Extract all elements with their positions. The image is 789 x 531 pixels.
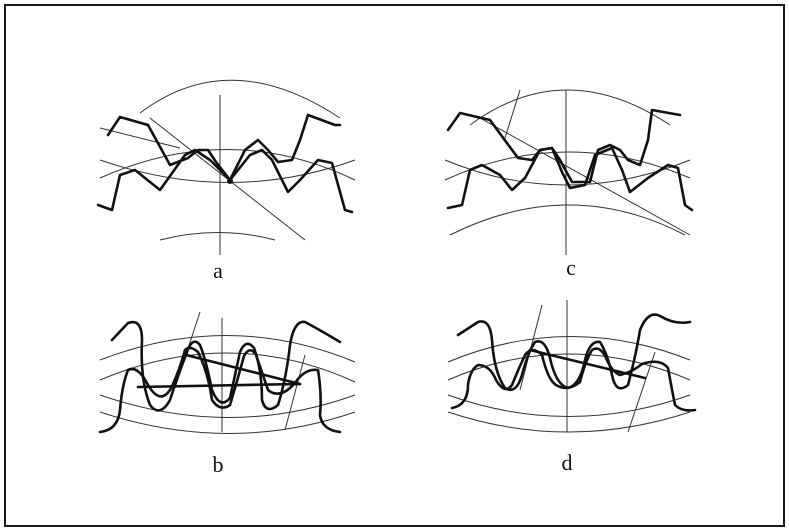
panel-d-lower-gear-teeth — [450, 347, 697, 412]
panel-d-action-line-2 — [627, 351, 656, 433]
panel-a-drawing — [96, 79, 356, 255]
panel-c-lower-gear-teeth — [446, 146, 694, 212]
panel-b-drawing — [98, 311, 356, 434]
panel-d-pitch-circle-2 — [447, 353, 691, 381]
panel-d-label: d — [561, 450, 573, 475]
panel-a-action-line-2 — [99, 127, 181, 149]
panel-b-label: b — [212, 452, 224, 477]
figure-frame — [4, 4, 785, 527]
panel-c-action-line — [479, 117, 691, 236]
panel-a-upper-gear-teeth — [106, 113, 342, 182]
panel-b-lower-gear-teeth — [98, 346, 342, 434]
panel-d-drawing — [447, 300, 697, 433]
panel-a-lower-gear-teeth — [96, 148, 354, 214]
panel-b-pitch-circle-3 — [99, 394, 356, 418]
panel-b-upper-gear-teeth — [110, 320, 342, 412]
panel-d-pitch-circle-4 — [447, 411, 691, 433]
panel-c-lower-circle — [449, 204, 686, 236]
panel-c-label: c — [566, 255, 576, 280]
panel-a-pitch-circle-1 — [99, 149, 356, 181]
panel-c-drawing — [444, 89, 694, 255]
panel-a-lower-circle — [159, 232, 276, 241]
panel-d-pitch-circle-3 — [447, 394, 691, 417]
panel-b-action-line-2 — [284, 354, 306, 431]
panel-b-pitch-circle-1 — [99, 335, 356, 363]
panel-b-pitch-circle-4 — [99, 411, 356, 434]
panel-d-pitch-circle-1 — [447, 336, 691, 363]
panel-b-contact-segment — [136, 382, 302, 389]
panel-c-upper-gear-teeth — [446, 108, 682, 184]
panel-c-action-line-2 — [504, 89, 521, 139]
panel-a-upper-circle — [139, 79, 341, 119]
panel-c-upper-circle — [469, 89, 671, 126]
panel-a-label: a — [213, 258, 223, 283]
panel-a-contact-point — [227, 178, 233, 184]
panel-b-pitch-circle-2 — [99, 352, 356, 383]
